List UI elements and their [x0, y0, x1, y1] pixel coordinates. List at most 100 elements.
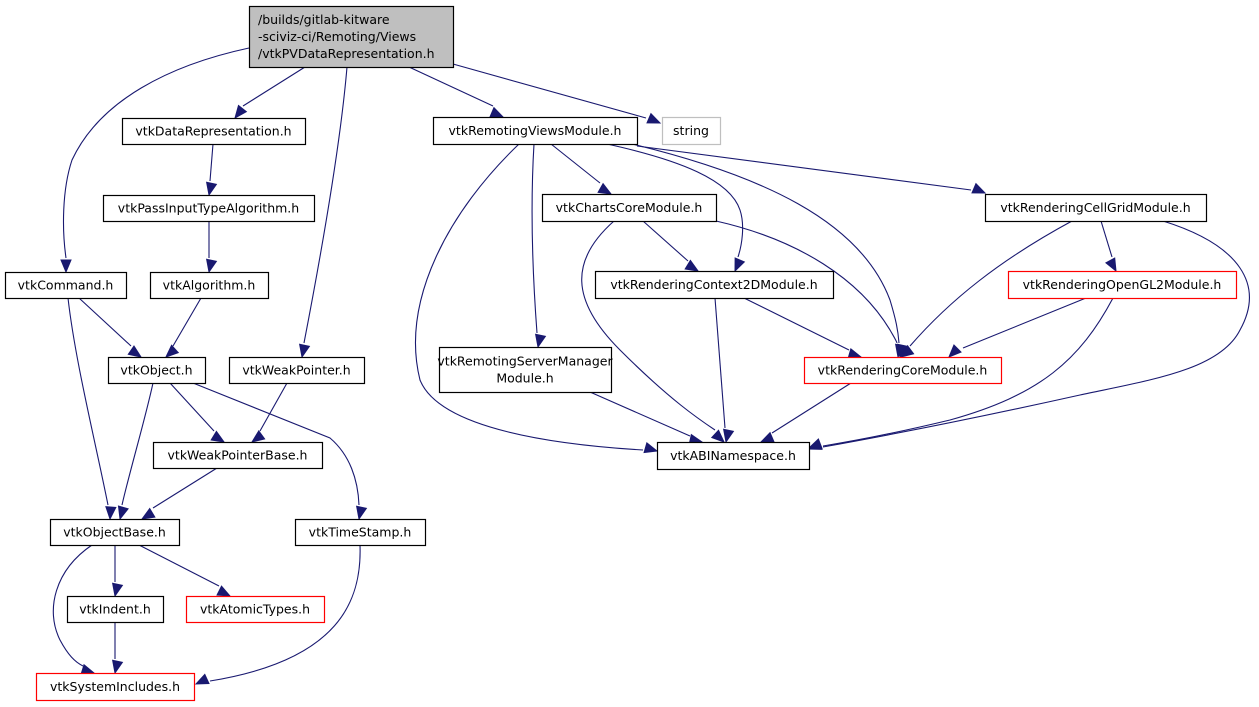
node-box [984, 193, 1208, 223]
node-vtkCommand[interactable]: vtkCommand.h [4, 271, 128, 300]
edge-vtkRenderingCellGridModule-to-vtkABINamespace [807, 220, 1250, 450]
edge-line [408, 66, 494, 107]
node-box [35, 672, 196, 702]
edge-vtkCommand-to-vtkObjectBase [67, 297, 117, 521]
node-vtkRenderingOpenGL2Module[interactable]: vtkRenderingOpenGL2Module.h [1007, 270, 1238, 300]
node-vtkObject[interactable]: vtkObject.h [107, 356, 207, 385]
node-label: vtkTimeStamp.h [309, 525, 412, 540]
arrowhead-icon [759, 431, 775, 443]
node-label: vtkChartsCoreModule.h [556, 200, 703, 215]
edge-line [415, 143, 644, 451]
node-vtkRemotingViewsModule[interactable]: vtkRemotingViewsModule.h [432, 116, 639, 146]
node-label: vtkABINamespace.h [670, 448, 796, 463]
edge-line [581, 220, 716, 431]
node-box [121, 117, 307, 146]
node-box [66, 595, 165, 624]
edge-line [715, 220, 898, 344]
node-box [803, 356, 1003, 385]
node-box [1007, 270, 1238, 300]
edge-line [714, 297, 726, 429]
node-string[interactable]: string [661, 116, 722, 146]
node-label: vtkIndent.h [79, 602, 151, 617]
edge-vtkWeakPointer-to-vtkWeakPointerBase [250, 382, 288, 443]
edge-line [172, 297, 202, 347]
edge-line [67, 297, 109, 506]
edge-vtkRenderingOpenGL2Module-to-vtkRenderingCoreModule [948, 297, 1087, 358]
node-label: /builds/gitlab-kitware [258, 12, 390, 27]
node-box [152, 441, 324, 470]
arrowhead-icon [710, 429, 725, 443]
edge-line [550, 143, 601, 184]
edge-vtkRemotingViewsModule-to-vtkABINamespace [415, 143, 659, 454]
edge-line [636, 145, 972, 191]
node-box [438, 346, 613, 394]
node-vtkPassInputTypeAlgorithm[interactable]: vtkPassInputTypeAlgorithm.h [102, 194, 316, 223]
edge-line [78, 297, 132, 347]
node-vtkAtomicTypes[interactable]: vtkAtomicTypes.h [185, 595, 326, 624]
node-box [149, 271, 270, 300]
node-box [107, 356, 207, 385]
edge-vtkObject-to-vtkTimeStamp [192, 382, 368, 521]
edge-line [606, 143, 744, 258]
arrowhead-icon [643, 442, 659, 454]
edge-root-to-vtkDataRepresentation [234, 66, 306, 120]
node-vtkRenderingCellGridModule[interactable]: vtkRenderingCellGridModule.h [984, 193, 1208, 223]
node-label: vtkWeakPointerBase.h [168, 448, 308, 463]
edge-line [1100, 220, 1113, 258]
arrowhead-icon [646, 112, 662, 124]
edge-vtkRemotingViewsModule-to-vtkRenderingCellGridModule [636, 145, 987, 194]
node-box [248, 5, 455, 69]
edge-line [62, 47, 250, 259]
arrowhead-icon [684, 259, 700, 272]
node-vtkAlgorithm[interactable]: vtkAlgorithm.h [149, 271, 270, 300]
edge-line [138, 544, 220, 587]
arrowhead-icon [298, 343, 311, 359]
edges-layer [52, 47, 1250, 685]
edge-vtkRenderingContext2DModule-to-vtkRenderingCoreModule [743, 297, 863, 360]
edge-line [909, 220, 1073, 347]
arrowhead-icon [489, 106, 505, 118]
node-box [656, 441, 811, 471]
node-vtkSystemIncludes[interactable]: vtkSystemIncludes.h [35, 672, 196, 702]
node-vtkTimeStamp[interactable]: vtkTimeStamp.h [294, 518, 427, 547]
arrowhead-icon [807, 438, 823, 449]
edge-line [152, 467, 218, 509]
edge-line [962, 297, 1087, 349]
arrowhead-icon [597, 182, 613, 195]
edge-root-to-vtkCommand [60, 47, 250, 274]
edge-line [589, 391, 691, 437]
arrowhead-icon [60, 259, 72, 274]
node-label: vtkRenderingCoreModule.h [818, 363, 988, 378]
edge-line [242, 66, 306, 107]
node-vtkWeakPointer[interactable]: vtkWeakPointer.h [228, 356, 366, 385]
arrowhead-icon [194, 673, 210, 685]
node-vtkChartsCoreModule[interactable]: vtkChartsCoreModule.h [541, 193, 718, 223]
node-label: vtkRemotingViewsModule.h [449, 123, 622, 138]
node-vtkObjectBase[interactable]: vtkObjectBase.h [49, 518, 181, 547]
node-vtkRenderingContext2DModule[interactable]: vtkRenderingContext2DModule.h [594, 270, 835, 300]
edge-vtkRemotingServerManagerModule-to-vtkABINamespace [589, 391, 704, 446]
node-label: vtkAtomicTypes.h [200, 602, 310, 617]
edge-line [259, 382, 288, 432]
edge-vtkRenderingCoreModule-to-vtkABINamespace [759, 382, 852, 443]
node-label: vtkCommand.h [18, 278, 114, 293]
edge-vtkChartsCoreModule-to-vtkABINamespace [581, 220, 725, 443]
edge-line [121, 382, 154, 506]
node-vtkWeakPointerBase[interactable]: vtkWeakPointerBase.h [152, 441, 324, 470]
edge-line [531, 143, 538, 334]
edge-vtkRenderingCellGridModule-to-vtkRenderingCoreModule [899, 220, 1073, 358]
edge-vtkPassInputTypeAlgorithm-to-vtkAlgorithm [205, 221, 218, 274]
edge-vtkRemotingViewsModule-to-vtkRemotingServerManagerModule [531, 143, 547, 349]
node-vtkIndent[interactable]: vtkIndent.h [66, 595, 165, 624]
edge-line [743, 297, 850, 351]
arrowhead-icon [205, 258, 218, 274]
node-label: -sciviz-ci/Remoting/Views [258, 29, 416, 44]
edge-vtkRemotingViewsModule-to-vtkRenderingContext2DModule [606, 143, 746, 273]
edge-line [771, 382, 852, 434]
arrowhead-icon [948, 344, 962, 358]
node-label: vtkRenderingCellGridModule.h [1000, 200, 1190, 215]
node-vtkRenderingCoreModule[interactable]: vtkRenderingCoreModule.h [803, 356, 1003, 385]
node-vtkABINamespace[interactable]: vtkABINamespace.h [656, 441, 811, 471]
node-vtkDataRepresentation[interactable]: vtkDataRepresentation.h [121, 117, 307, 146]
